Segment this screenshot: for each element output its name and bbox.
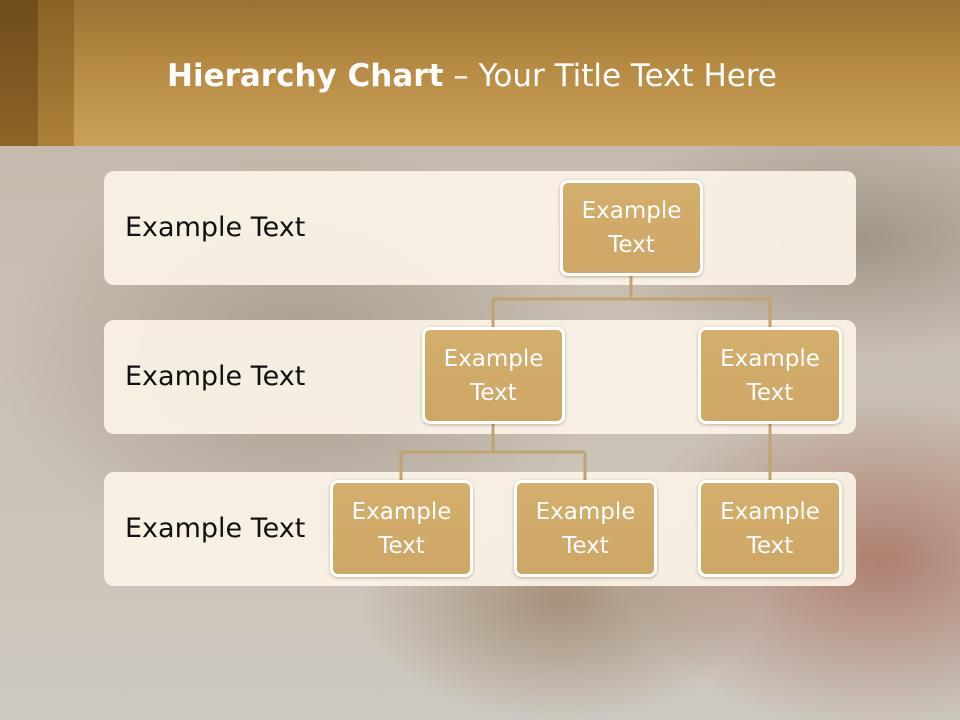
level-band-1: Example Text [104,171,856,285]
header-stripe-dark [0,0,38,146]
level-1-label[interactable]: Example Text [125,212,306,243]
node-level2-left[interactable]: Example Text [422,327,565,424]
title-header: Hierarchy Chart – Your Title Text Here [0,0,960,146]
title-dash: – [443,58,479,94]
node-level2-right[interactable]: Example Text [698,327,842,424]
node-level3-left[interactable]: Example Text [330,480,473,577]
node-level3-middle-text: Example Text [535,498,636,559]
level-2-label[interactable]: Example Text [125,361,306,392]
node-root[interactable]: Example Text [560,180,703,276]
node-level3-middle[interactable]: Example Text [514,480,657,577]
header-stripe-medium [38,0,74,146]
level-3-label[interactable]: Example Text [125,513,306,544]
node-level2-left-text: Example Text [443,345,544,406]
node-level3-left-text: Example Text [351,498,452,559]
node-level2-right-text: Example Text [720,345,820,406]
slide-title[interactable]: Hierarchy Chart – Your Title Text Here [167,52,777,100]
node-root-text: Example Text [581,198,682,258]
node-level3-right[interactable]: Example Text [698,480,842,577]
title-rest-part: Your Title Text Here [478,58,777,94]
title-bold-part: Hierarchy Chart [167,58,444,94]
node-level3-right-text: Example Text [720,498,820,559]
